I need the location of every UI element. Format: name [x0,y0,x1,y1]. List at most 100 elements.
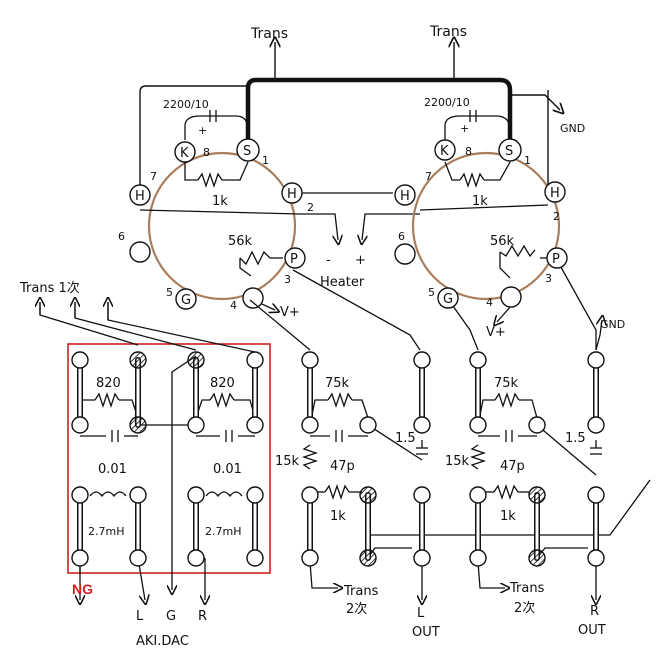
pin-p-right [546,247,568,269]
r820-right-label: 820 [210,376,235,391]
c001-right-label: 0.01 [213,462,242,477]
num-5-right: 5 [428,286,435,299]
trans2b-right-label: 2次 [514,600,535,616]
heater-link [302,192,420,240]
cap-plus-left: + [198,124,207,137]
aki-dac-label: AKI.DAC [136,634,189,649]
pin-h7-right-label: H [400,189,410,204]
pin-k-left [174,141,196,163]
pin-p-right-label: P [552,252,560,267]
pin-6-right [394,243,416,265]
pin-k-left-label: K [180,146,189,161]
c47p-right-label: 47p [500,459,525,474]
pin-h2-right [544,181,566,203]
num-8-left: 8 [203,146,210,159]
pin-4-right [500,286,522,308]
r1k-out-left-label: 1k [330,509,346,524]
r75k-left-label: 75k [325,376,350,391]
pin-g-left [175,288,197,310]
pin-g-right [437,287,459,309]
vplus-left-label: V+ [280,305,300,320]
pin-4-left [242,287,264,309]
trans1-label: Trans 1次 [19,280,80,296]
num-3-left: 3 [284,273,291,286]
num-4-right: 4 [486,296,493,309]
pin-s-left [236,138,260,162]
tube-right: H K S H P G 2200/10 + 1k 56k 7 8 1 2 6 5… [394,96,597,351]
num-7-right: 7 [425,170,432,183]
pin-k-right [434,139,456,161]
out-ch-left-label: L [417,606,425,621]
num-3-right: 3 [545,272,552,285]
c47p-left-label: 47p [330,459,355,474]
out-right-label: OUT [578,623,606,638]
r75k-right-label: 75k [494,376,519,391]
tube-left: H K S H P G 2200/10 + 1k 56k 7 8 1 2 6 5… [118,98,421,351]
pin-p-left [284,247,306,269]
ng-label: NG [72,581,93,597]
res-1k-left-label: 1k [212,194,228,209]
num-6-right: 6 [398,230,405,243]
c001-left-label: 0.01 [98,462,127,477]
input-board: Trans 1次 820 820 0.01 0.01 2.7mH 2.7mH N… [19,280,271,649]
ng-box [67,343,271,574]
pin-s-left-label: S [243,144,251,159]
num-5-left: 5 [166,286,173,299]
pin-h7-left-label: H [135,189,145,204]
pin-h7-right [394,184,416,206]
r15k-left-label: 15k [275,454,300,469]
num-8-right: 8 [465,145,472,158]
trans-top-left-label: Trans [250,26,288,42]
pin-g-left-label: G [181,293,191,308]
heater-label: Heater [320,275,365,290]
top-wiring [139,42,560,186]
pin-h2-right-label: H [550,186,560,201]
res-56k-left-label: 56k [228,234,253,249]
out-l-label: L [136,609,144,624]
r1k-out-right-label: 1k [500,509,516,524]
res-56k-right-label: 56k [490,234,515,249]
r15k-right-label: 15k [445,454,470,469]
c15-left-label: 1.5 [395,431,416,446]
cap-2200-right-label: 2200/10 [424,96,470,109]
pin-g-right-label: G [443,292,453,307]
pin-s-right [498,138,522,162]
cap-plus-right: + [460,122,469,135]
pin-h7-left [129,184,151,206]
c15-right-label: 1.5 [565,431,586,446]
pin-6-left [129,241,151,263]
out-g-label: G [166,609,176,624]
heater-plus: + [355,253,366,268]
gnd-top-label: GND [560,122,585,135]
trans2-left-label: Trans [343,584,379,599]
heater-minus: - [326,253,331,268]
out-r-label: R [198,609,207,624]
num-2-left: 2 [307,201,314,214]
vplus-right-label: V+ [486,325,506,340]
pin-k-right-label: K [440,144,449,159]
num-1-right: 1 [524,154,531,167]
num-2-right: 2 [553,210,560,223]
pin-p-left-label: P [290,252,298,267]
pin-s-right-label: S [505,144,513,159]
num-1-left: 1 [262,154,269,167]
num-4-left: 4 [230,299,237,312]
l27-left-label: 2.7mH [88,525,124,538]
pin-h2-left-label: H [287,187,297,202]
gnd-right-label: GND [600,318,625,331]
trans2-right-label: Trans [509,581,545,596]
num-7-left: 7 [150,170,157,183]
num-6-left: 6 [118,230,125,243]
tube-left-envelope [147,151,297,301]
l27-right-label: 2.7mH [205,525,241,538]
trans2b-left-label: 2次 [346,601,367,617]
res-1k-right-label: 1k [472,194,488,209]
out-left-label: OUT [412,625,440,640]
out-ch-right-label: R [590,604,599,619]
tube-right-envelope [411,151,561,301]
trans-top-right-label: Trans [429,24,467,40]
output-board: 75k 15k 47p 1k 1.5 Trans 2次 L OUT 75k 15… [249,299,651,640]
r820-left-label: 820 [96,376,121,391]
